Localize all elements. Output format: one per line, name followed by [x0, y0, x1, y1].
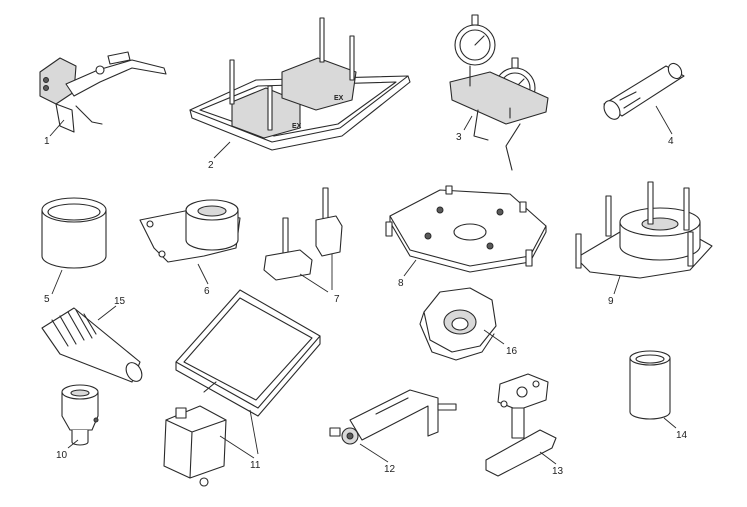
tool-4-socket [603, 62, 685, 120]
tool-7-pins [263, 187, 343, 281]
callout-9: 9 [608, 296, 614, 307]
tool-13-puller [485, 373, 557, 477]
callout-numbers: 1 2 3 4 5 6 7 8 9 10 11 12 13 14 15 16 [44, 132, 688, 477]
callout-5: 5 [44, 294, 50, 305]
callout-10: 10 [56, 450, 68, 461]
tray-tag-right: EX [334, 95, 344, 102]
tool-10-adapter [61, 384, 99, 446]
tool-3-dial-gauges [449, 14, 549, 171]
tool-14-tube [629, 350, 671, 420]
tool-5-ring [41, 197, 107, 269]
tool-1-lever [39, 51, 167, 133]
callout-7: 7 [334, 294, 340, 305]
callout-14: 14 [676, 430, 688, 441]
callout-8: 8 [398, 278, 404, 289]
callout-11: 11 [250, 460, 261, 471]
callout-13: 13 [552, 466, 564, 477]
tool-9-fixture [575, 181, 713, 279]
callout-6: 6 [204, 286, 210, 297]
tool-8-plate [385, 185, 547, 273]
callout-16: 16 [506, 346, 518, 357]
tool-12-arm [329, 389, 457, 445]
tool-16-knob [419, 287, 497, 361]
tool-11-pad-clamp [163, 289, 321, 487]
callout-2: 2 [208, 160, 214, 171]
callout-4: 4 [668, 136, 674, 147]
tray-tag-left: EX [292, 123, 302, 130]
leader-lines [49, 105, 677, 465]
callout-12: 12 [384, 464, 396, 475]
callout-3: 3 [456, 132, 462, 143]
tool-2-tray: EX EX [189, 17, 411, 151]
tool-15-threaded-shaft [41, 307, 143, 383]
callout-1: 1 [44, 136, 50, 147]
tool-6-bracket [139, 199, 241, 263]
callout-15: 15 [114, 296, 126, 307]
